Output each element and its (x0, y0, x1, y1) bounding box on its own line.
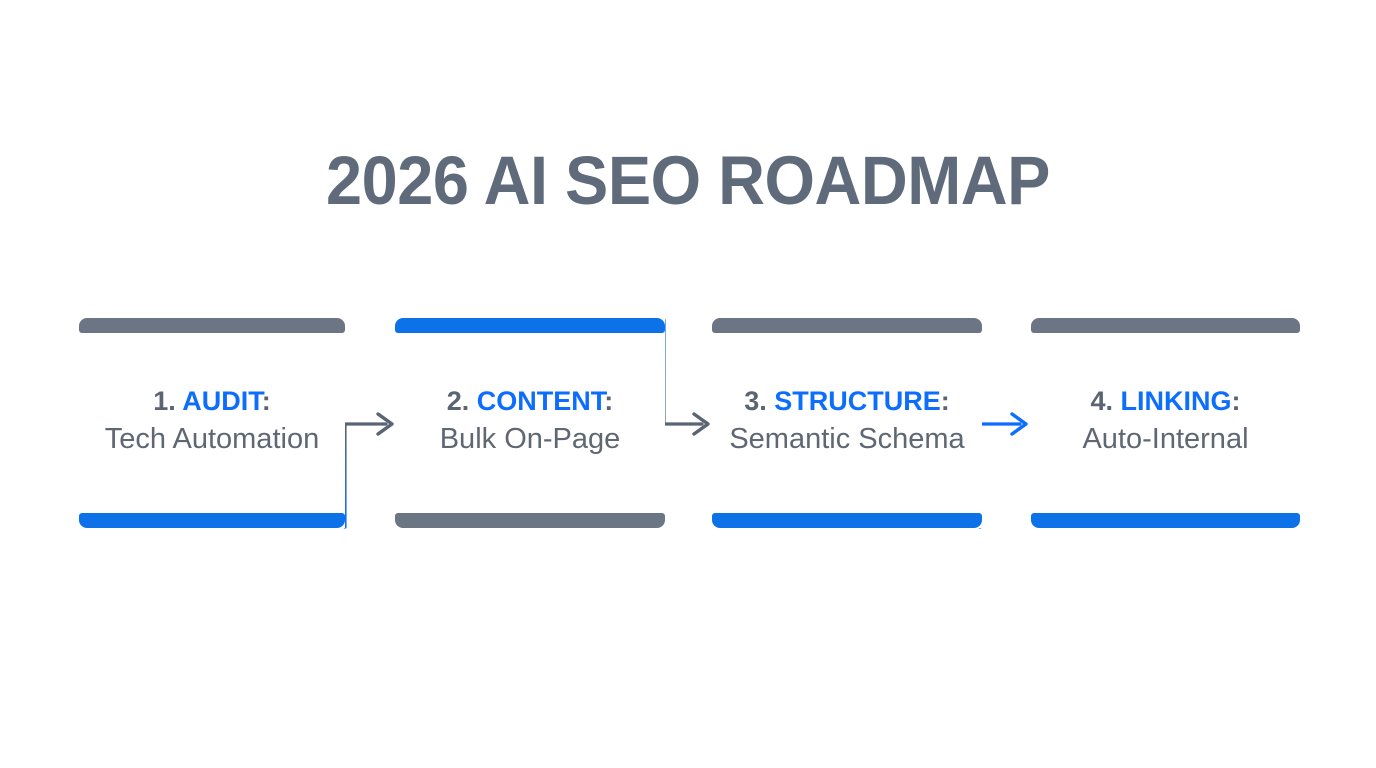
card-2-colon: : (604, 386, 614, 417)
card-2-heading: 2. CONTENT: (447, 386, 614, 417)
card-1-top-bar (79, 318, 345, 333)
card-4-colon: : (1231, 386, 1241, 417)
card-3-subtitle: Semantic Schema (729, 423, 965, 456)
connector-2-to-3 (662, 318, 710, 436)
card-2-number: 2. (446, 386, 470, 417)
connector-1-to-2 (343, 412, 394, 529)
card-2-body: 2. CONTENT: Bulk On-Page (395, 333, 665, 513)
card-1-keyword: AUDIT (182, 386, 262, 417)
card-4-number: 4. (1090, 386, 1113, 417)
card-1-heading: 1. AUDIT: (153, 386, 271, 417)
connector-3-to-4 (978, 412, 1028, 529)
card-3-heading: 3. STRUCTURE: (744, 386, 950, 417)
roadmap-card-3[interactable]: 3. STRUCTURE: Semantic Schema (712, 318, 982, 528)
card-1-subtitle: Tech Automation (104, 423, 320, 456)
roadmap-card-1[interactable]: 1. AUDIT: Tech Automation (79, 318, 345, 528)
card-3-top-bar (712, 318, 982, 333)
card-1-bottom-bar (79, 513, 345, 528)
card-4-subtitle: Auto-Internal (1082, 423, 1249, 456)
card-1-body: 1. AUDIT: Tech Automation (79, 333, 345, 513)
card-3-number: 3. (744, 386, 767, 417)
page-title: 2026 AI SEO ROADMAP (326, 142, 1050, 219)
card-2-top-bar (395, 318, 665, 333)
card-2-bottom-bar (395, 513, 665, 528)
card-1-number: 1. (153, 386, 176, 417)
card-3-bottom-bar (712, 513, 982, 528)
card-3-keyword: STRUCTURE (774, 386, 941, 417)
card-3-colon: : (940, 386, 950, 417)
card-4-body: 4. LINKING: Auto-Internal (1031, 333, 1300, 513)
card-4-heading: 4. LINKING: (1090, 386, 1240, 417)
card-3-body: 3. STRUCTURE: Semantic Schema (712, 333, 982, 513)
card-4-keyword: LINKING (1120, 386, 1232, 417)
card-2-subtitle: Bulk On-Page (439, 423, 621, 456)
card-1-colon: : (261, 386, 271, 417)
roadmap-card-4[interactable]: 4. LINKING: Auto-Internal (1031, 318, 1300, 528)
card-4-top-bar (1031, 318, 1300, 333)
roadmap-card-2[interactable]: 2. CONTENT: Bulk On-Page (395, 318, 665, 528)
card-2-keyword: CONTENT (476, 386, 605, 417)
card-4-bottom-bar (1031, 513, 1300, 528)
